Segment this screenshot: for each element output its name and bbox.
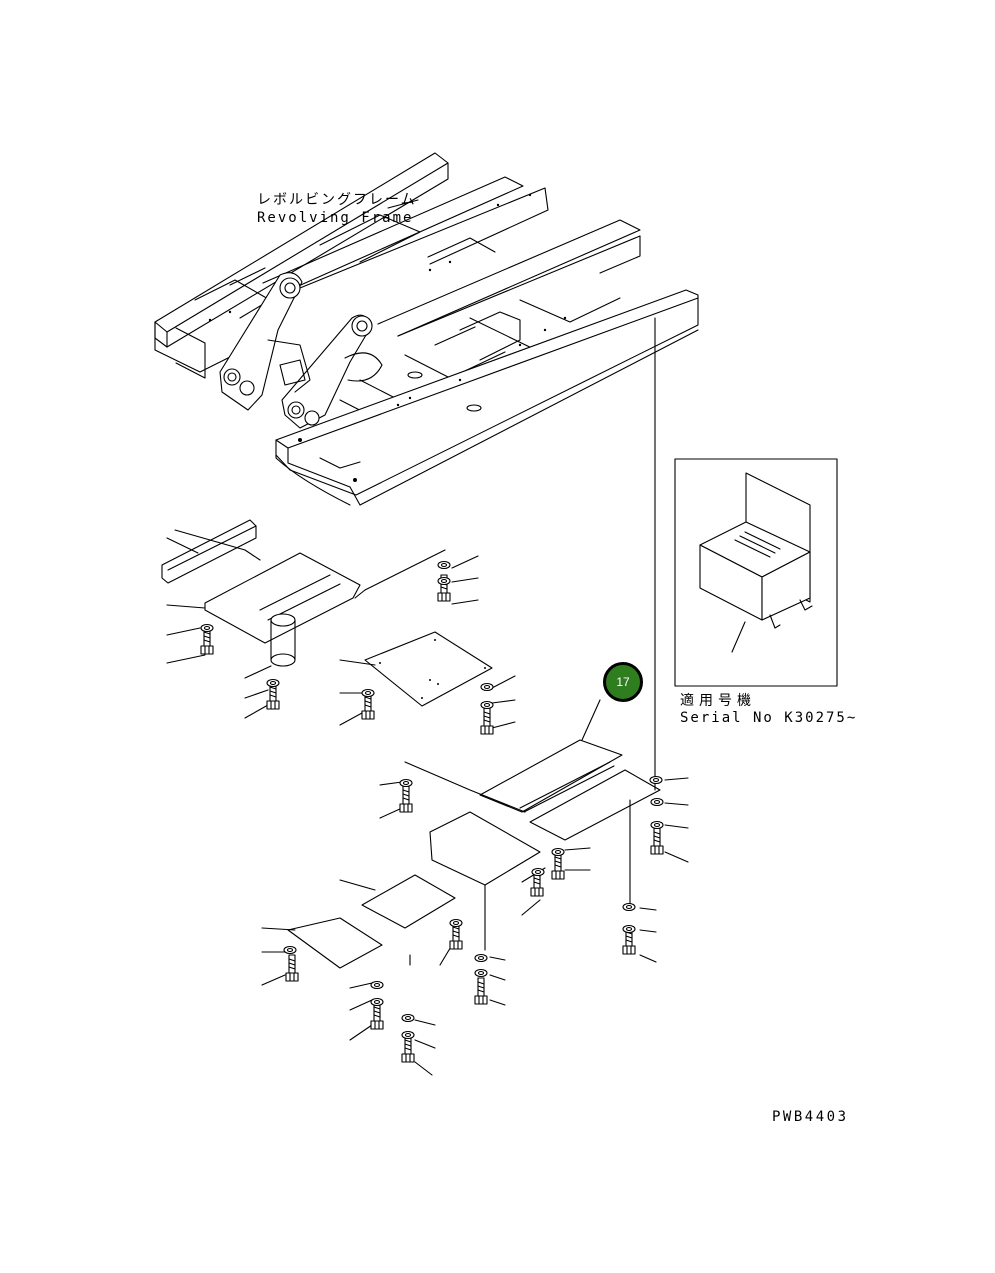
washer (480, 700, 494, 710)
washer (370, 980, 384, 990)
bolt (361, 692, 375, 720)
bolt (650, 827, 664, 855)
washer (480, 682, 494, 692)
washer (200, 623, 214, 633)
serial-inset (674, 458, 838, 687)
washer (283, 945, 297, 955)
washer (266, 678, 280, 688)
bolt (480, 707, 494, 735)
washer (449, 918, 463, 928)
lower-cover-group (261, 317, 689, 1076)
bolts-and-washers (200, 560, 664, 1063)
washer (650, 797, 664, 807)
drawing-number: PWB4403 (772, 1109, 849, 1125)
bolt (370, 1002, 384, 1030)
washer (437, 560, 451, 570)
washer (622, 902, 636, 912)
washer (650, 820, 664, 830)
bolt (474, 977, 488, 1005)
washer (622, 924, 636, 934)
bolt (399, 785, 413, 813)
bolt (551, 852, 565, 880)
washer (649, 775, 663, 785)
serial-label-english: Serial No K30275~ (680, 710, 858, 726)
bolt (401, 1035, 415, 1063)
bolt (266, 682, 280, 710)
revolving-frame (154, 152, 699, 506)
bolt (285, 954, 299, 982)
washer (401, 1013, 415, 1023)
washer (399, 778, 413, 788)
washer (474, 953, 488, 963)
serial-label-japanese: 適用号機 (680, 693, 756, 709)
washer (437, 576, 451, 586)
washer (551, 847, 565, 857)
washer (474, 968, 488, 978)
washer (531, 867, 545, 877)
part-callout-17[interactable]: 17 (603, 662, 643, 702)
left-cover-group (161, 519, 516, 729)
washer (370, 997, 384, 1007)
frame-label-japanese: レボルビングフレーム (257, 192, 417, 208)
washer (361, 688, 375, 698)
frame-label-english: Revolving Frame (257, 210, 414, 226)
bolt (200, 627, 214, 655)
washer (401, 1030, 415, 1040)
